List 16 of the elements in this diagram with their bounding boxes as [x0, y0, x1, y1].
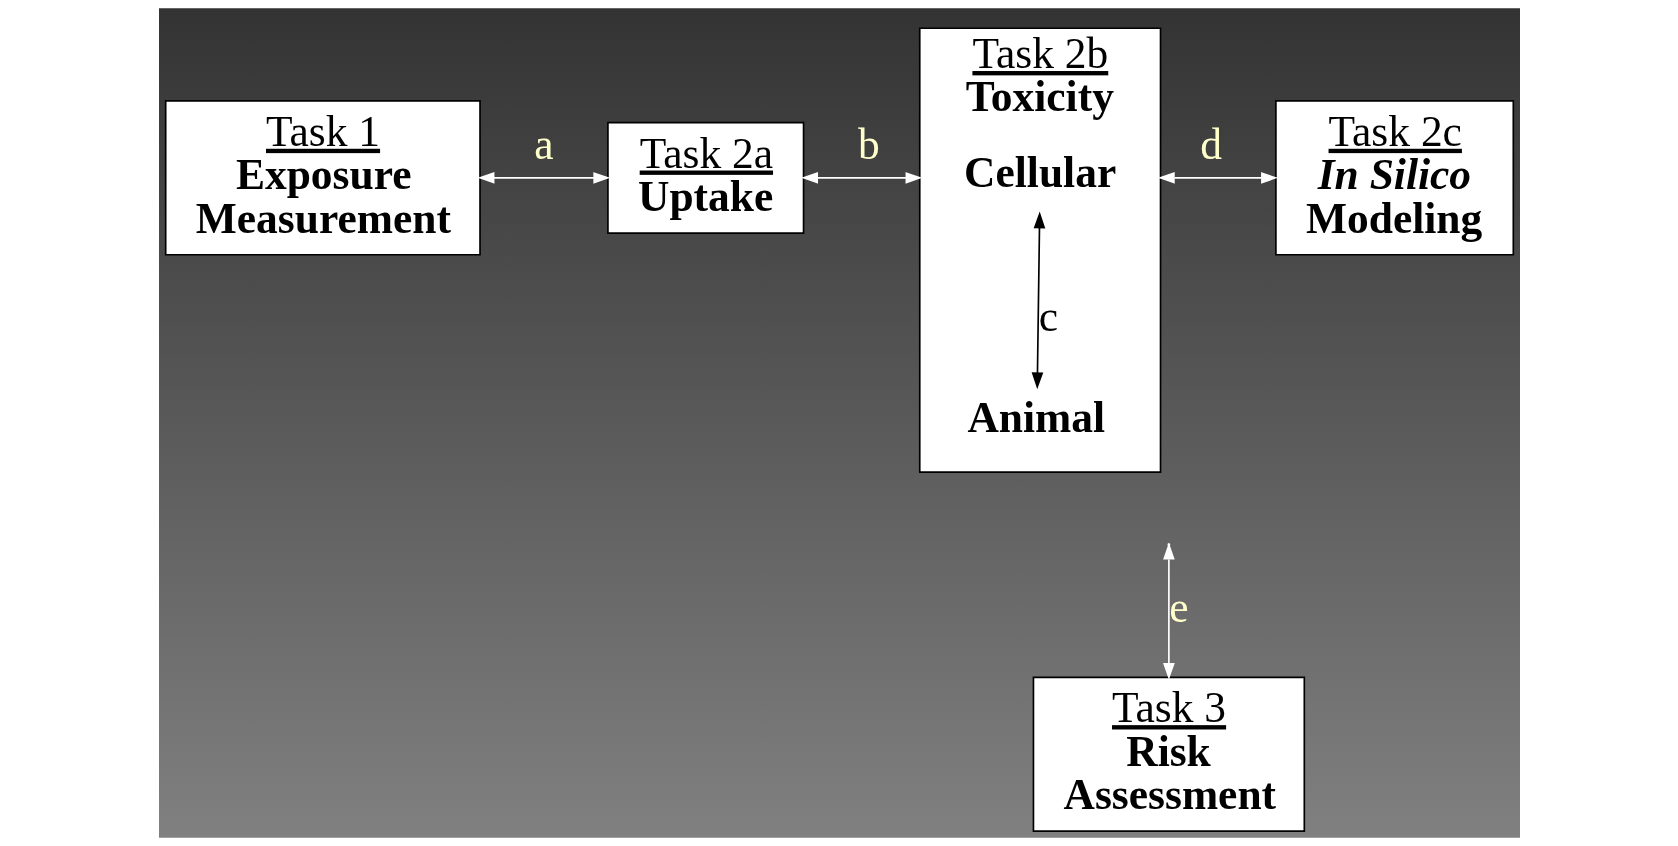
node-box: Task 3 Risk Assessment [1032, 676, 1305, 832]
arrow [1031, 211, 1045, 390]
edge-label: c [1038, 292, 1058, 341]
node-text: Cellular [963, 147, 1116, 196]
edge-label: e [1168, 582, 1189, 631]
edge-label: a [533, 120, 554, 169]
node-box: Task 2a Uptake [606, 121, 804, 234]
arrow [1157, 172, 1278, 184]
arrow [1162, 542, 1175, 680]
node-box: Task 1 Exposure Measurement [164, 100, 481, 256]
arrow [477, 172, 610, 184]
arrow [800, 172, 922, 184]
edge-label: b [857, 120, 880, 169]
edge-label: d [1199, 120, 1222, 169]
node-text: Animal [966, 392, 1105, 441]
node-box: Task 2c In Silico Modeling [1274, 100, 1514, 256]
